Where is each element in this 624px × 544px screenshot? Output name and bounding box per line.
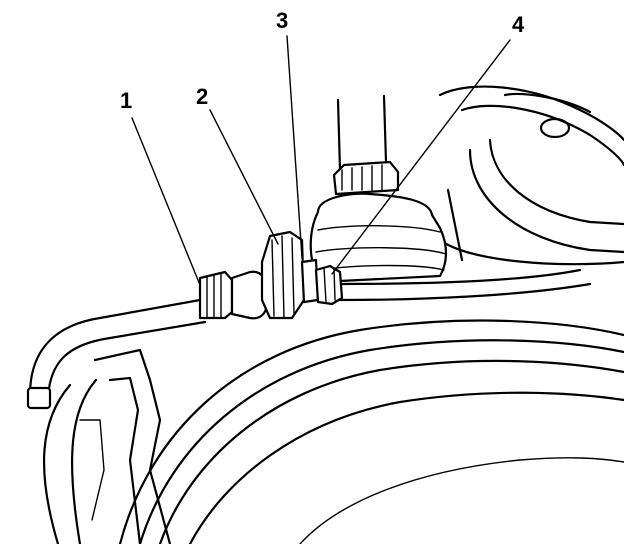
hose: [26, 268, 592, 544]
leader-line-2: [209, 109, 279, 245]
leader-line-3: [286, 35, 303, 259]
leader-line-4: [331, 39, 511, 275]
leader-line-1: [131, 117, 201, 286]
fitting-nut: [314, 264, 344, 306]
leader-lines: [131, 35, 511, 286]
callout-1: 1: [120, 88, 132, 113]
bracket: [79, 348, 172, 544]
drum-assembly: [118, 319, 624, 544]
callouts: 1 2 3 4: [120, 8, 525, 113]
shaft-boot: [309, 94, 448, 284]
callout-3: 3: [276, 8, 288, 33]
callout-4: 4: [512, 12, 525, 37]
callout-2: 2: [196, 84, 208, 109]
pulley-assembly: [438, 85, 624, 266]
sensor-assembly: [198, 230, 320, 320]
